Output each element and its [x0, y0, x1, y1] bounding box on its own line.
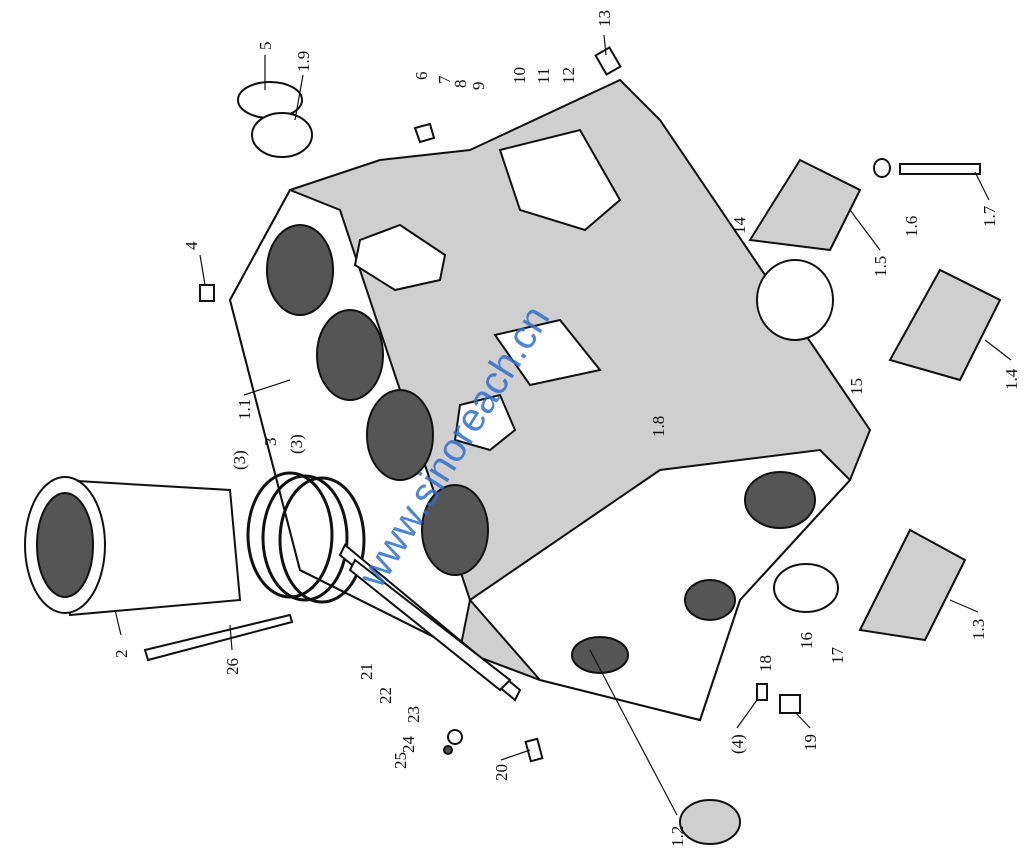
label-1-2: 1.2	[668, 826, 687, 847]
label-15: 15	[847, 378, 866, 395]
label-11: 11	[534, 68, 553, 84]
label-18: 18	[756, 655, 775, 672]
label-3-paren-b: (3)	[287, 434, 306, 454]
label-20: 20	[492, 764, 511, 781]
label-24: 24	[399, 736, 418, 754]
label-1-1: 1.1	[235, 399, 254, 420]
label-19: 19	[801, 734, 820, 751]
label-1-7: 1.7	[980, 205, 999, 227]
label-1-8: 1.8	[649, 416, 668, 437]
label-9: 9	[469, 82, 488, 91]
part-labels: 5 1.9 6 7 8 9 10 11 12 13 4 1.1 14 1.5 1…	[112, 10, 1021, 847]
label-8: 8	[451, 80, 470, 89]
leader-lines	[114, 34, 1012, 816]
label-21: 21	[357, 663, 376, 680]
label-6: 6	[412, 72, 431, 81]
label-13: 13	[595, 10, 614, 27]
label-3: 3	[261, 438, 280, 447]
label-16: 16	[797, 632, 816, 649]
label-10: 10	[510, 67, 529, 84]
label-3-paren-a: (3)	[230, 450, 249, 470]
label-1-4: 1.4	[1002, 368, 1021, 390]
o-rings	[246, 471, 366, 604]
label-22: 22	[376, 687, 395, 704]
label-12: 12	[559, 67, 578, 84]
label-14: 14	[730, 217, 749, 235]
label-26: 26	[223, 658, 242, 675]
label-23: 23	[404, 706, 423, 723]
label-4-paren: (4)	[728, 734, 747, 754]
label-2: 2	[112, 650, 131, 659]
label-1-3: 1.3	[969, 619, 988, 640]
label-4: 4	[182, 241, 201, 250]
label-25: 25	[391, 752, 410, 769]
cylinder-liner	[24, 476, 242, 617]
label-7: 7	[435, 75, 454, 84]
label-5: 5	[256, 42, 275, 51]
label-1-5: 1.5	[871, 256, 890, 277]
label-1-6: 1.6	[902, 216, 921, 237]
cylinder-block	[228, 78, 872, 722]
label-17: 17	[828, 647, 847, 665]
label-1-9: 1.9	[294, 51, 313, 72]
small-parts	[143, 46, 1002, 845]
